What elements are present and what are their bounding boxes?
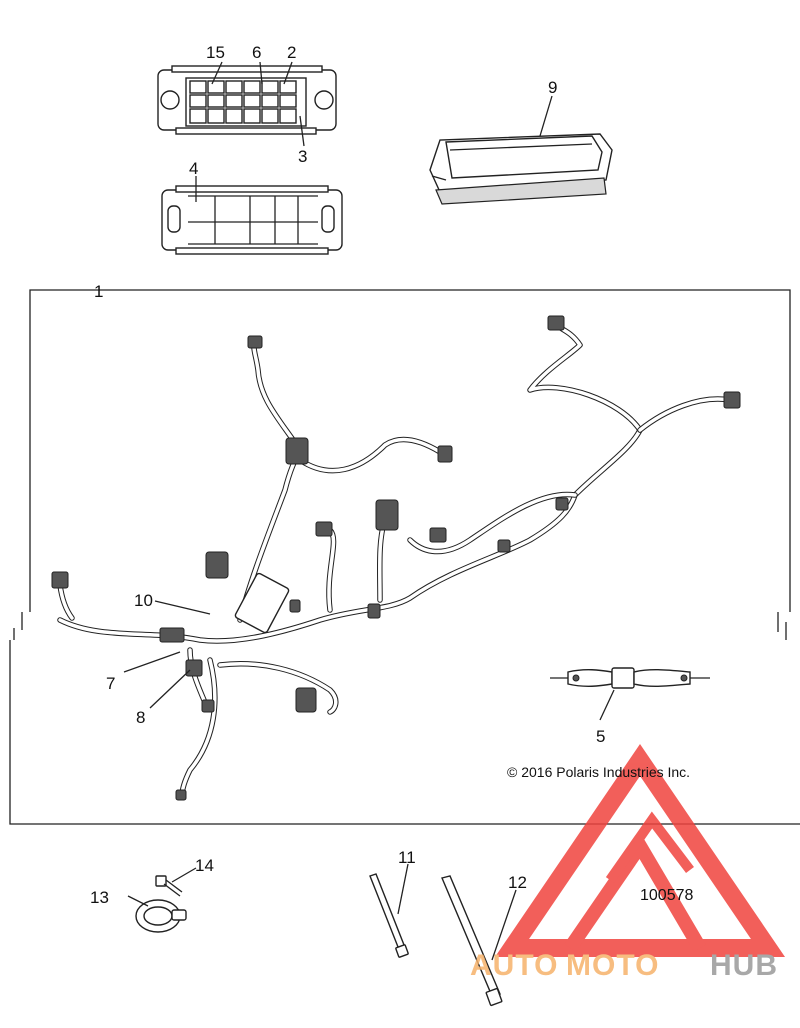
bolt-part-14	[155, 875, 183, 897]
callout-6: 6	[252, 43, 261, 62]
callout-5: 5	[596, 727, 605, 746]
harness-connectors	[51, 315, 741, 801]
harness-frame	[9, 289, 800, 825]
callout-3: 3	[298, 147, 307, 166]
clamp-part-13	[135, 899, 187, 933]
callout-4: 4	[189, 159, 198, 178]
diagram-part-number: 100578	[640, 887, 693, 904]
watermark-triangle	[494, 744, 786, 957]
callout-12: 12	[508, 873, 527, 892]
cable-tie-part-12	[441, 875, 503, 1007]
watermark-auto: AUTO	[470, 949, 558, 982]
fusible-link-part-5	[550, 667, 710, 689]
callout-14: 14	[195, 856, 214, 875]
copyright-text: © 2016 Polaris Industries Inc.	[507, 764, 690, 780]
callout-9: 9	[548, 78, 557, 97]
watermark-logo: AUTO MOTO HUB	[470, 744, 786, 982]
callout-15: 15	[206, 43, 225, 62]
leader-lines	[123, 61, 615, 961]
callout-1: 1	[94, 282, 103, 301]
fuse-box-cover	[161, 185, 343, 255]
callout-7: 7	[106, 674, 115, 693]
watermark-hub: HUB	[710, 949, 778, 982]
wire-harness	[57, 319, 733, 799]
cover-part-9	[429, 133, 613, 205]
callout-2: 2	[287, 43, 296, 62]
callout-11: 11	[398, 848, 416, 867]
cable-tie-part-11	[369, 873, 409, 958]
callout-10: 10	[134, 591, 153, 610]
watermark-moto: MOTO	[566, 949, 659, 982]
callout-13: 13	[90, 888, 109, 907]
fuse-box-top	[157, 65, 337, 135]
callout-8: 8	[136, 708, 145, 727]
